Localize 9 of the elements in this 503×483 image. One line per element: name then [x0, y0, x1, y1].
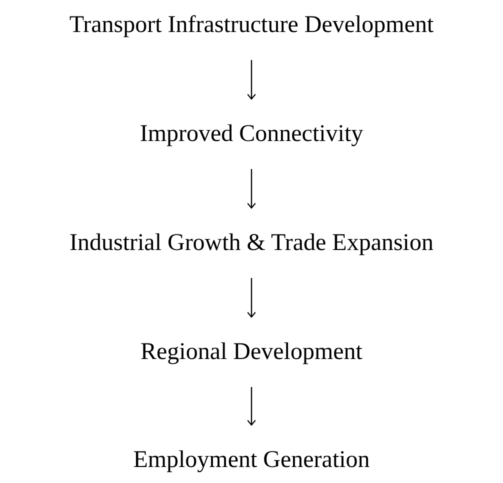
step-label: Transport Infrastructure Development	[69, 11, 434, 40]
arrow	[246, 278, 256, 318]
arrow	[246, 60, 256, 100]
step-label: Improved Connectivity	[140, 120, 364, 149]
step-label: Employment Generation	[133, 446, 370, 475]
step-label: Regional Development	[140, 338, 362, 367]
step-label: Industrial Growth & Trade Expansion	[70, 229, 434, 258]
arrow	[246, 169, 256, 209]
arrow	[246, 387, 256, 426]
